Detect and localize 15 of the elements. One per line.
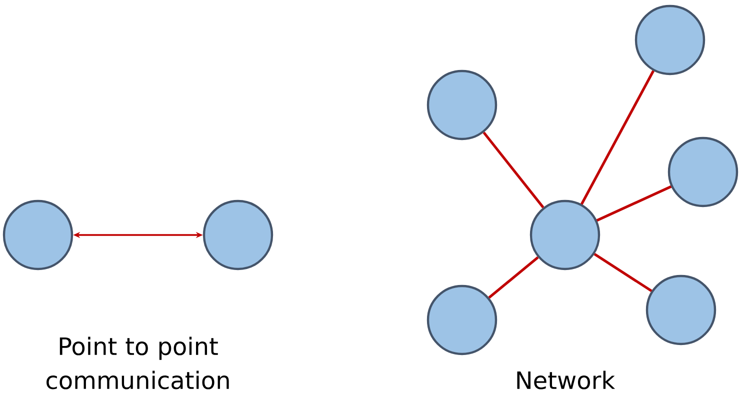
circle-node <box>668 136 738 208</box>
circle-node <box>646 274 716 346</box>
circle-node <box>2 200 74 270</box>
caption-text: Point to point communication <box>46 336 229 390</box>
connector-line <box>580 70 654 205</box>
circle-node <box>202 200 274 270</box>
connector-line <box>596 185 672 222</box>
connector-line <box>594 252 652 292</box>
circle-node <box>530 200 600 270</box>
connector-line <box>488 256 539 299</box>
caption-text: Network <box>517 370 616 390</box>
circle-node <box>426 70 498 140</box>
circle-node <box>426 284 498 356</box>
connector-line <box>482 132 544 208</box>
circle-node <box>634 4 706 76</box>
